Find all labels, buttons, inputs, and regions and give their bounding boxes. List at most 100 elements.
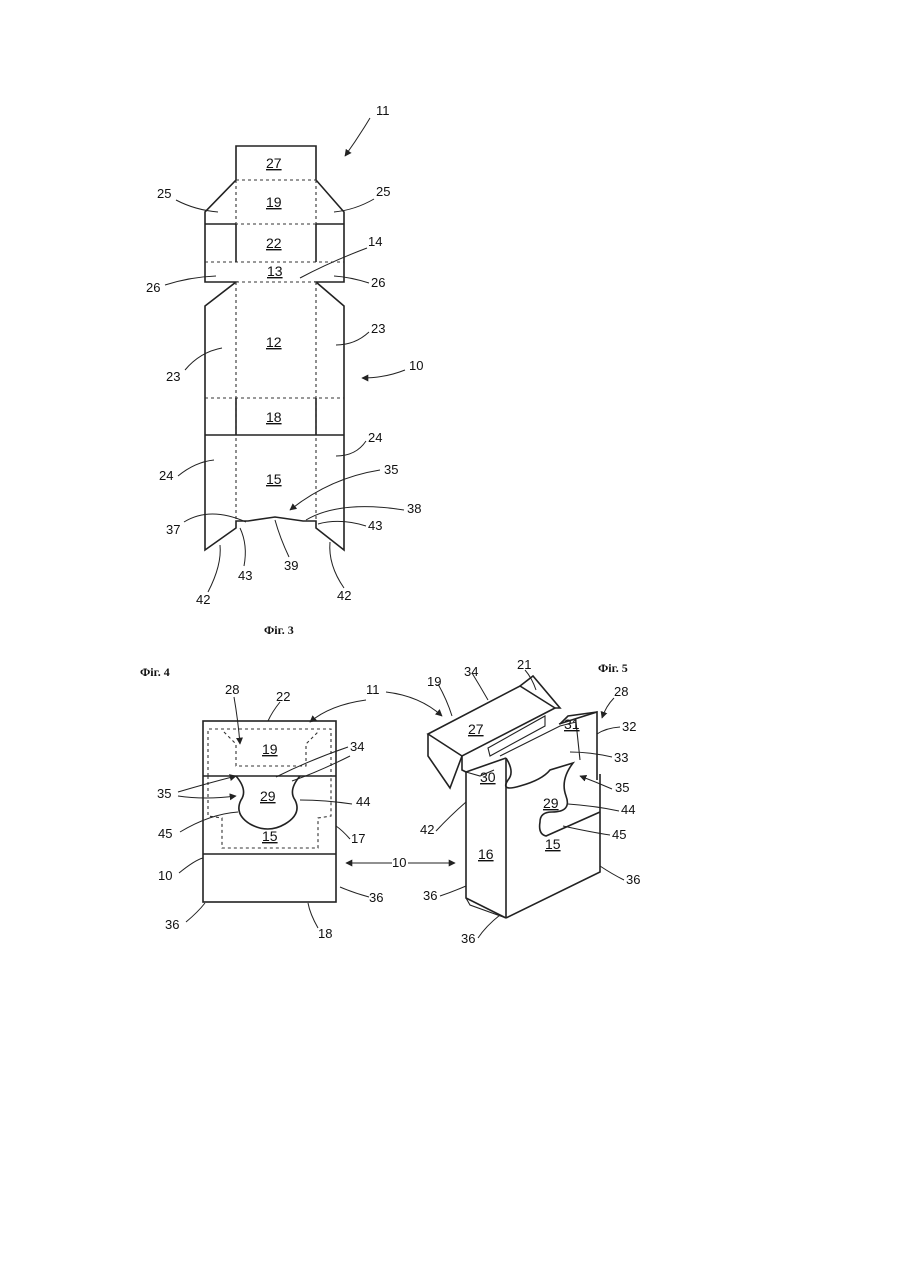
fig5-leader <box>570 752 612 757</box>
fig4-ref-34: 34 <box>350 739 364 754</box>
fig5-arrow-35 <box>580 776 612 789</box>
fig3-ref-37: 37 <box>166 522 180 537</box>
fig3-leader <box>208 545 220 592</box>
fig5-caption: Фіг. 5 <box>598 661 628 675</box>
fig5-leader <box>478 915 500 938</box>
fig5-ref-45: 45 <box>612 827 626 842</box>
fig3-ref-14: 14 <box>368 234 382 249</box>
fig5-panel-29: 29 <box>543 795 559 811</box>
fig3-ref-38: 38 <box>407 501 421 516</box>
fig5-leader <box>440 886 466 896</box>
fig3-leader <box>306 507 404 520</box>
fig3-ref-11: 11 <box>376 103 390 118</box>
fig4-ref-10: 10 <box>158 868 172 883</box>
fig4-leader <box>340 887 369 897</box>
fig3-leader <box>334 199 374 212</box>
fig5-ref-42: 42 <box>420 822 434 837</box>
fig5-ref-19: 19 <box>427 674 441 689</box>
fig3-leader <box>178 460 214 476</box>
fig4-ref-44: 44 <box>356 794 370 809</box>
fig5-leader <box>436 802 466 831</box>
fig3-panel-15: 15 <box>266 471 282 487</box>
fig5-package: 27 31 30 29 16 15 19 34 21 Фіг. 5 28 32 … <box>420 657 640 946</box>
fig4-ref-36-left: 36 <box>165 917 179 932</box>
shared-ref-11: 11 <box>366 682 380 697</box>
fig5-leader <box>568 804 619 811</box>
fig4-panel-19: 19 <box>262 741 278 757</box>
fig5-panel-16: 16 <box>478 846 494 862</box>
fig5-box-side-16 <box>466 772 506 918</box>
fig4-ref-22: 22 <box>276 689 290 704</box>
fig4-panel-15: 15 <box>262 828 278 844</box>
fig4-leader <box>186 903 205 922</box>
fig4-ref-36-right: 36 <box>369 890 383 905</box>
fig3-ref-25-right: 25 <box>376 184 390 199</box>
fig5-ref-34: 34 <box>464 664 478 679</box>
fig4-caption: Фіг. 4 <box>140 665 170 679</box>
fig3-ref-24-left: 24 <box>159 468 173 483</box>
fig5-ref-36-right: 36 <box>626 872 640 887</box>
fig5-arrow-28 <box>602 698 614 718</box>
fig3-ref-42-right: 42 <box>337 588 351 603</box>
fig3-ref-23-left: 23 <box>166 369 180 384</box>
fig3-ref-25-left: 25 <box>157 186 171 201</box>
fig5-lid-back <box>520 676 560 708</box>
fig3-leader <box>336 332 369 345</box>
fig3-leader <box>275 520 289 557</box>
shared-ref-10: 10 <box>392 855 406 870</box>
fig4-package: 19 29 15 Фіг. 4 28 22 34 35 44 45 17 10 … <box>140 665 383 941</box>
fig3-leader <box>318 521 366 526</box>
fig3-ref-26-left: 26 <box>146 280 160 295</box>
fig5-ref-36-bottom: 36 <box>461 931 475 946</box>
fig3-arrow-10 <box>362 370 405 378</box>
fig4-arrow-35 <box>178 776 236 792</box>
fig5-leader <box>600 866 624 880</box>
fig5-ref-32: 32 <box>622 719 636 734</box>
fig5-ref-44: 44 <box>621 802 635 817</box>
fig4-leader <box>300 800 352 804</box>
fig5-ref-35: 35 <box>615 780 629 795</box>
fig3-ref-39: 39 <box>284 558 298 573</box>
fig3-ref-43-right: 43 <box>368 518 382 533</box>
fig3-panel-27: 27 <box>266 155 282 171</box>
fig3-arrow-11 <box>345 118 370 156</box>
fig4-leader <box>179 858 203 873</box>
fig5-panel-27: 27 <box>468 721 484 737</box>
fig5-ref-28: 28 <box>614 684 628 699</box>
fig4-leader <box>180 812 238 832</box>
fig3-arrow-35 <box>290 470 380 510</box>
fig3-panel-13: 13 <box>267 263 283 279</box>
fig5-ref-33: 33 <box>614 750 628 765</box>
fig3-leader <box>165 276 216 285</box>
fig4-leader <box>268 702 280 721</box>
fig3-panel-12: 12 <box>266 334 282 350</box>
fig3-leader <box>240 528 245 566</box>
fig3-leader <box>300 248 367 278</box>
fig5-ref-21: 21 <box>517 657 531 672</box>
fig5-lid-front <box>428 734 462 788</box>
arrow-11-to-fig4 <box>310 700 366 722</box>
fig5-leader <box>597 727 620 734</box>
fig4-arrow-35b <box>178 796 236 798</box>
fig5-panel-30: 30 <box>480 769 496 785</box>
fig3-ref-24-right: 24 <box>368 430 382 445</box>
fig4-ref-18: 18 <box>318 926 332 941</box>
fig5-ref-36-left: 36 <box>423 888 437 903</box>
fig3-panel-22: 22 <box>266 235 282 251</box>
fig4-ref-17: 17 <box>351 831 365 846</box>
fig4-leader <box>336 826 350 839</box>
arrow-11-to-fig5 <box>386 692 442 716</box>
fig3-ref-26-right: 26 <box>371 275 385 290</box>
fig4-ref-35: 35 <box>157 786 171 801</box>
fig3-panel-18: 18 <box>266 409 282 425</box>
fig5-inner-flap <box>488 716 545 756</box>
fig5-leader <box>563 826 610 835</box>
fig3-caption: Фіг. 3 <box>264 623 294 637</box>
fig5-lid-edge <box>462 756 466 772</box>
fig3-leader <box>336 441 366 456</box>
fig3-ref-10: 10 <box>409 358 423 373</box>
fig4-leader <box>292 756 350 781</box>
fig4-leader <box>308 903 318 928</box>
fig3-leader <box>185 348 222 370</box>
